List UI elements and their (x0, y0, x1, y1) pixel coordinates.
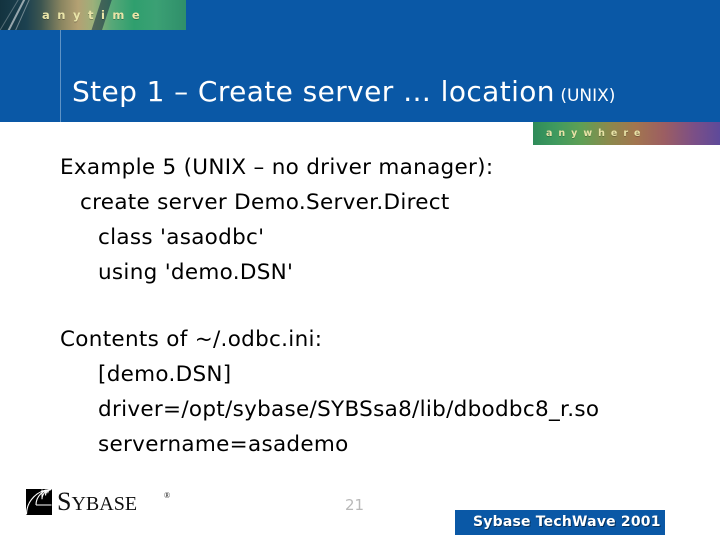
body-block-spacer (0, 290, 720, 322)
header-vertical-rule (60, 30, 61, 122)
sybase-logo: SYBASE ® (26, 487, 170, 521)
anywhere-brand-banner: anywhere (533, 122, 720, 145)
techwave-label: Sybase TechWave 2001 (473, 514, 661, 530)
sybase-wordmark: SYBASE (57, 488, 137, 518)
sybase-wordmark-rest: YBASE (71, 493, 138, 515)
body-block-example: Example 5 (UNIX – no driver manager): cr… (0, 150, 720, 290)
slide-header-band: Step 1 – Create server … location (UNIX) (0, 0, 720, 122)
slide-body: Example 5 (UNIX – no driver manager): cr… (0, 150, 720, 462)
slide-title-suffix: (UNIX) (560, 85, 616, 106)
page-number: 21 (345, 496, 365, 514)
slide-title: Step 1 – Create server … location (UNIX) (72, 75, 702, 108)
body-line: [demo.DSN] (98, 362, 232, 387)
sybase-wordmark-s: S (57, 487, 72, 516)
body-block-odbc-ini: Contents of ~/.odbc.ini: [demo.DSN] driv… (0, 322, 720, 462)
body-line: servername=asademo (98, 432, 349, 457)
body-line: Example 5 (UNIX – no driver manager): (60, 155, 494, 180)
body-line: class 'asaodbc' (98, 225, 265, 250)
body-line: using 'demo.DSN' (98, 260, 294, 285)
anytime-brand-banner: anytime (0, 0, 186, 30)
slide-title-main: Step 1 – Create server … location (72, 74, 555, 108)
techwave-banner: Sybase TechWave 2001 (455, 510, 665, 535)
body-line: Contents of ~/.odbc.ini: (60, 327, 323, 352)
sybase-trademark-icon: ® (164, 491, 171, 500)
anytime-label: anytime (42, 8, 148, 22)
sybase-spiral-icon (26, 489, 52, 515)
body-line: create server Demo.Server.Direct (80, 190, 450, 215)
anywhere-label: anywhere (546, 128, 647, 139)
body-line: driver=/opt/sybase/SYBSsa8/lib/dbodbc8_r… (98, 397, 600, 422)
